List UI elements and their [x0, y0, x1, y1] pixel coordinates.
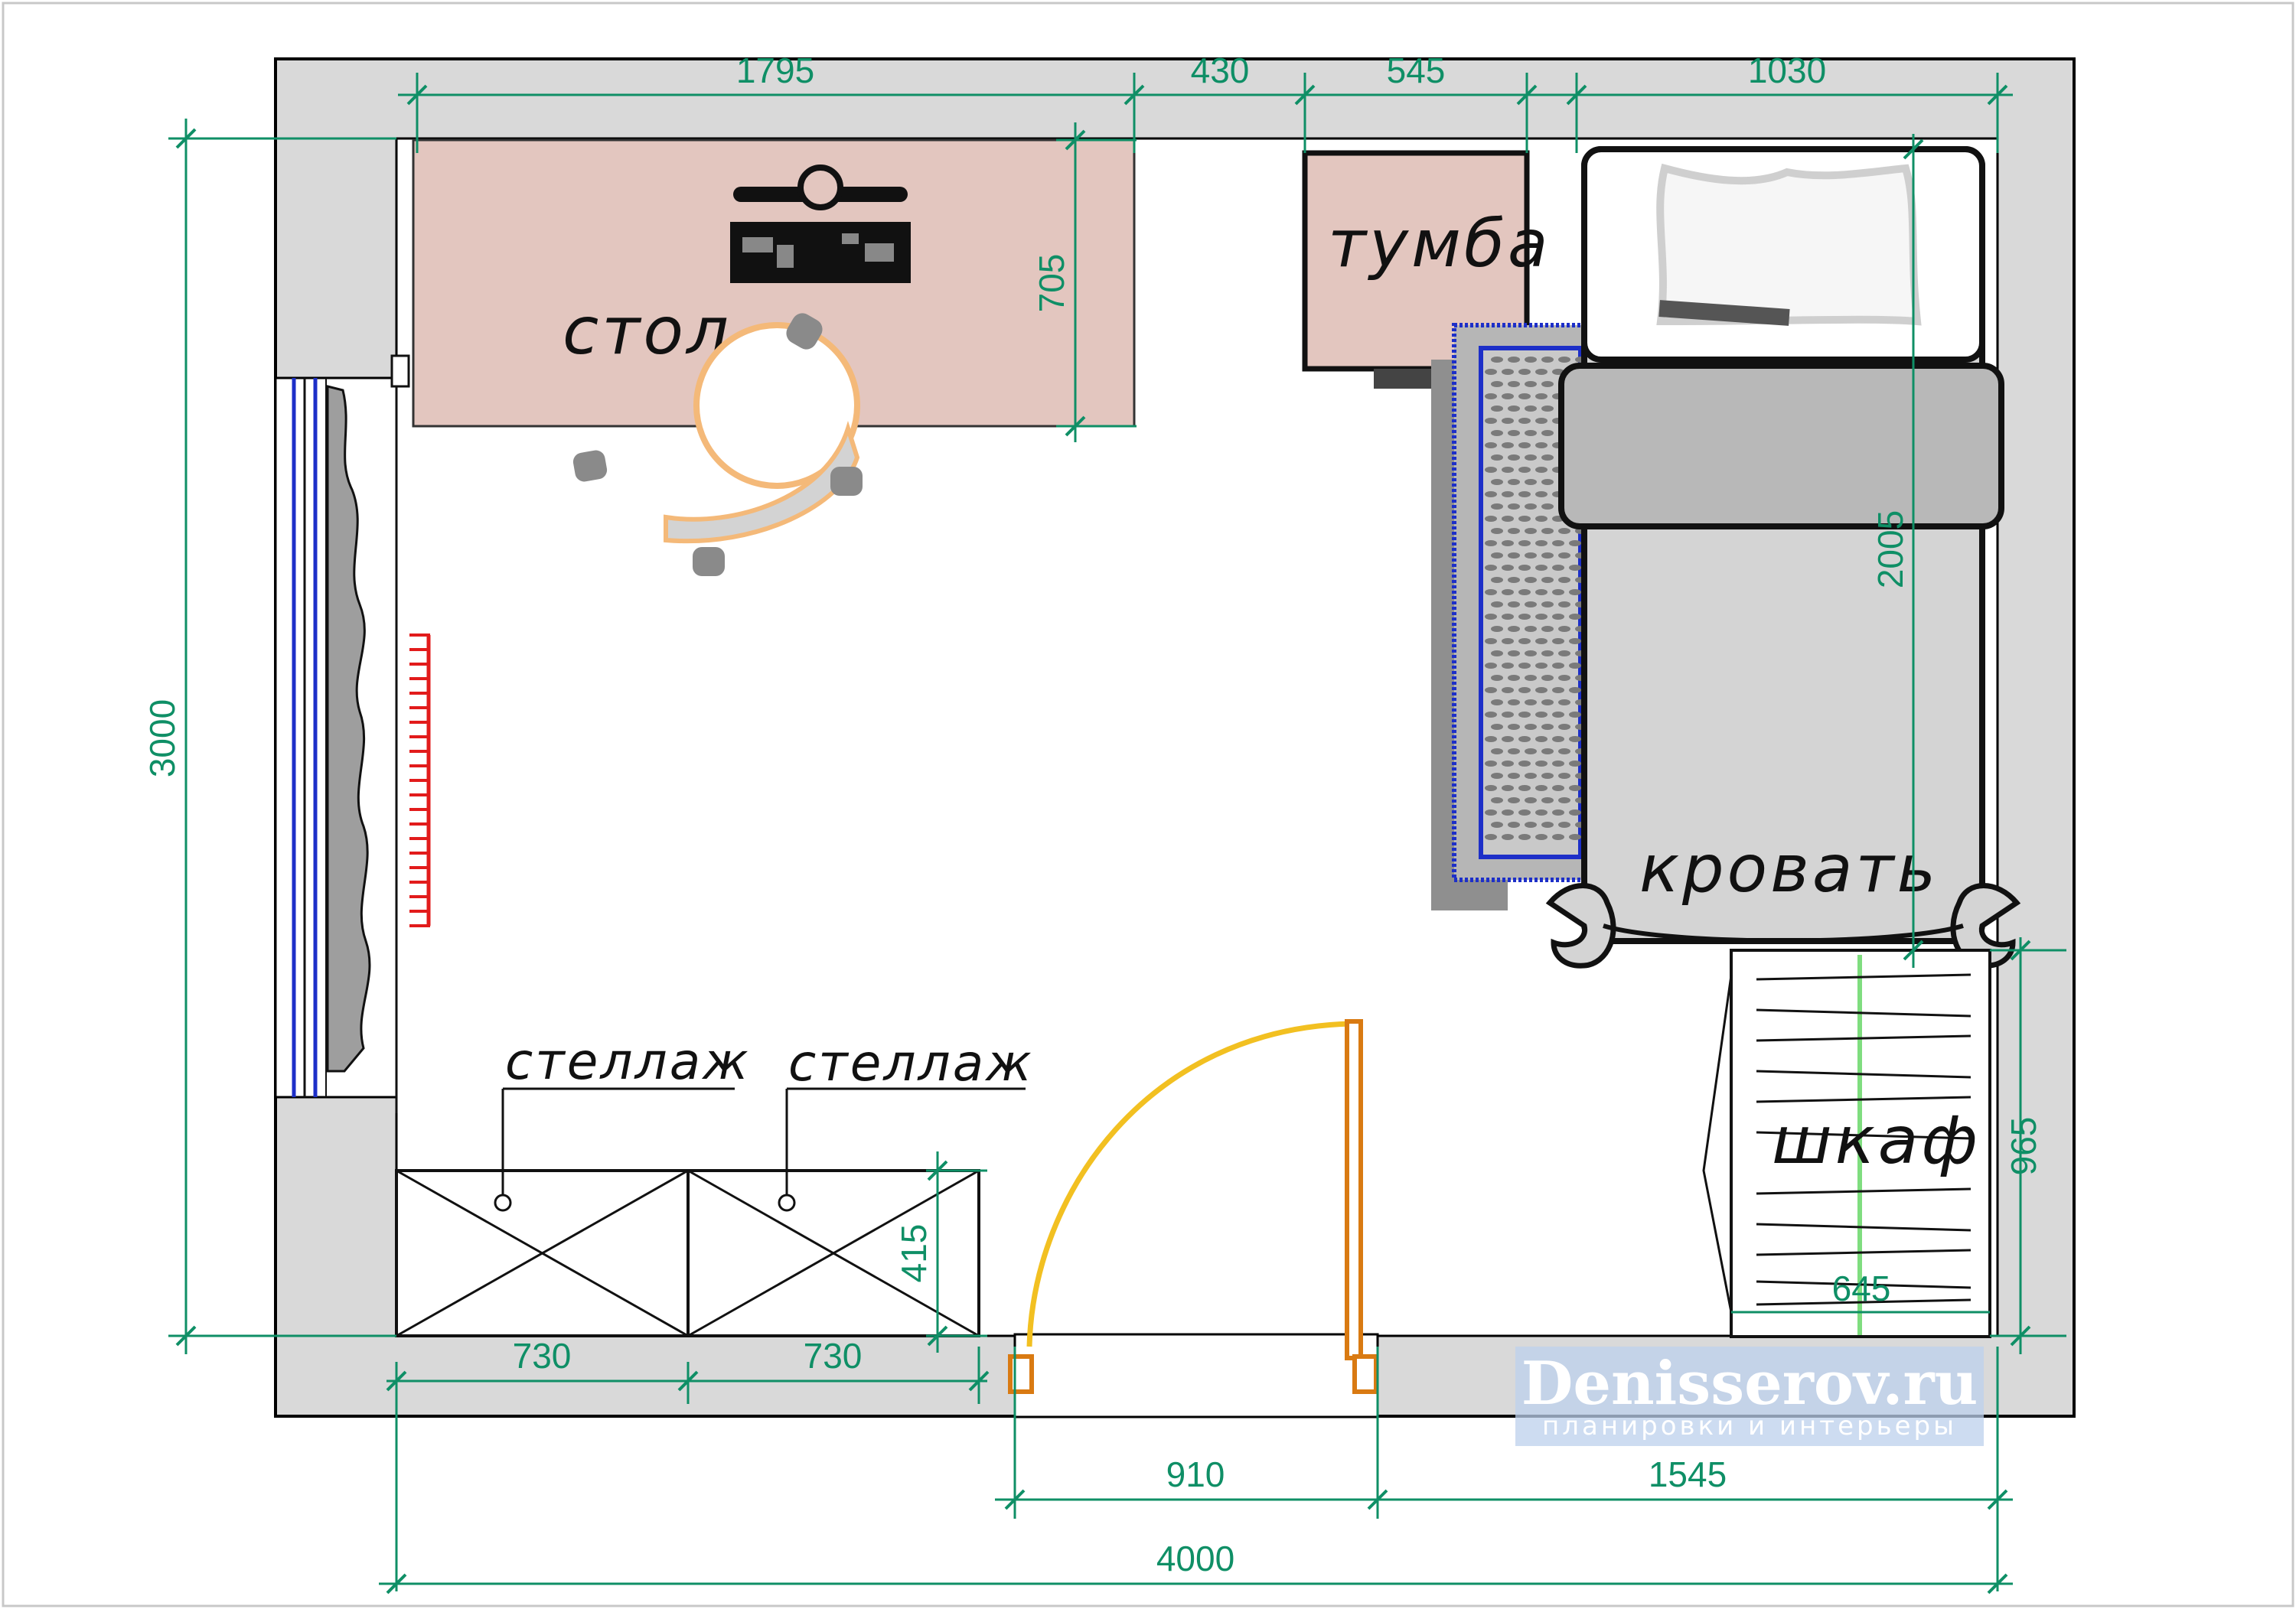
- door: [1008, 1019, 1378, 1394]
- pillow-icon: [1656, 163, 1922, 326]
- dim-wardrobe-depth: 645: [1832, 1269, 1891, 1308]
- dimension-lines: [168, 73, 2066, 1591]
- dim-top-desk: 1795: [736, 50, 814, 90]
- bed-label: кровать: [1639, 831, 1939, 907]
- dim-wardrobe-length: 965: [2004, 1117, 2043, 1176]
- dim-door-width: 910: [1166, 1454, 1225, 1494]
- rug: [1431, 323, 1590, 910]
- chair-icon: [572, 313, 863, 576]
- dim-shelf-right: 730: [804, 1336, 863, 1376]
- dim-top-nightstand: 545: [1387, 50, 1446, 90]
- dim-wall-right: 1545: [1649, 1454, 1727, 1494]
- nightstand: тумба: [1302, 150, 1551, 389]
- nightstand-label: тумба: [1328, 206, 1551, 282]
- dim-bed-length: 2005: [1870, 510, 1910, 588]
- curtain: [326, 385, 371, 1073]
- shelf-right-label: стеллаж: [788, 1034, 1034, 1093]
- radiator: [409, 634, 431, 927]
- watermark-tagline: планировки и интерьеры: [1542, 1411, 1957, 1441]
- dimension-ticks: [175, 84, 2031, 1594]
- watermark-site: Denisserov.ru: [1521, 1349, 1978, 1418]
- dim-top-gap: 430: [1191, 50, 1250, 90]
- dim-shelf-left: 730: [513, 1336, 572, 1376]
- dim-room-width: 4000: [1156, 1539, 1234, 1578]
- shelf-left-label: стеллаж: [505, 1032, 751, 1091]
- window: [292, 354, 410, 1113]
- dim-shelf-depth: 415: [894, 1224, 934, 1283]
- dim-room-height: 3000: [142, 699, 182, 777]
- dim-desk-depth: 705: [1032, 254, 1071, 313]
- bed-foot-left: [1545, 883, 1616, 969]
- bed: кровать: [1545, 146, 2021, 969]
- door-swing-arc: [1026, 1021, 1352, 1347]
- watermark: Denisserov.ru планировки и интерьеры: [1515, 1347, 1984, 1446]
- wardrobe: шкаф: [1702, 949, 1991, 1338]
- dim-top-bed: 1030: [1748, 50, 1826, 90]
- wardrobe-label: шкаф: [1772, 1103, 1981, 1179]
- shelves: стеллаж стеллаж: [395, 1032, 1034, 1337]
- desk-label: стол: [563, 293, 732, 370]
